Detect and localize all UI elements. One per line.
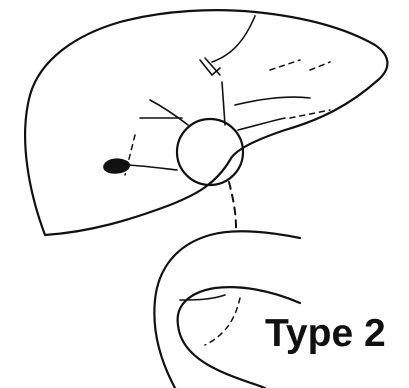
common-duct-dashed <box>229 182 236 228</box>
vessel-center-up <box>222 82 225 125</box>
pancreatic-line <box>180 295 225 300</box>
segment-line-upper-2 <box>310 62 330 70</box>
liver-outline <box>25 10 387 235</box>
duodenum-outline <box>154 231 300 388</box>
vessel-upper-left <box>150 100 188 125</box>
lobe-fissure-line <box>212 16 255 62</box>
hilum-circle <box>177 119 243 185</box>
segment-line-right <box>290 110 330 118</box>
vessel-right-branch <box>238 118 285 130</box>
duct-to-hilum <box>128 165 177 170</box>
lesion-mark <box>104 159 130 173</box>
vessel-upper-right <box>235 97 310 105</box>
pancreatic-duct-dashed <box>205 298 240 345</box>
type-label: Type 2 <box>265 314 386 353</box>
ligament-line <box>205 58 220 75</box>
segment-line-upper-1 <box>270 60 300 70</box>
